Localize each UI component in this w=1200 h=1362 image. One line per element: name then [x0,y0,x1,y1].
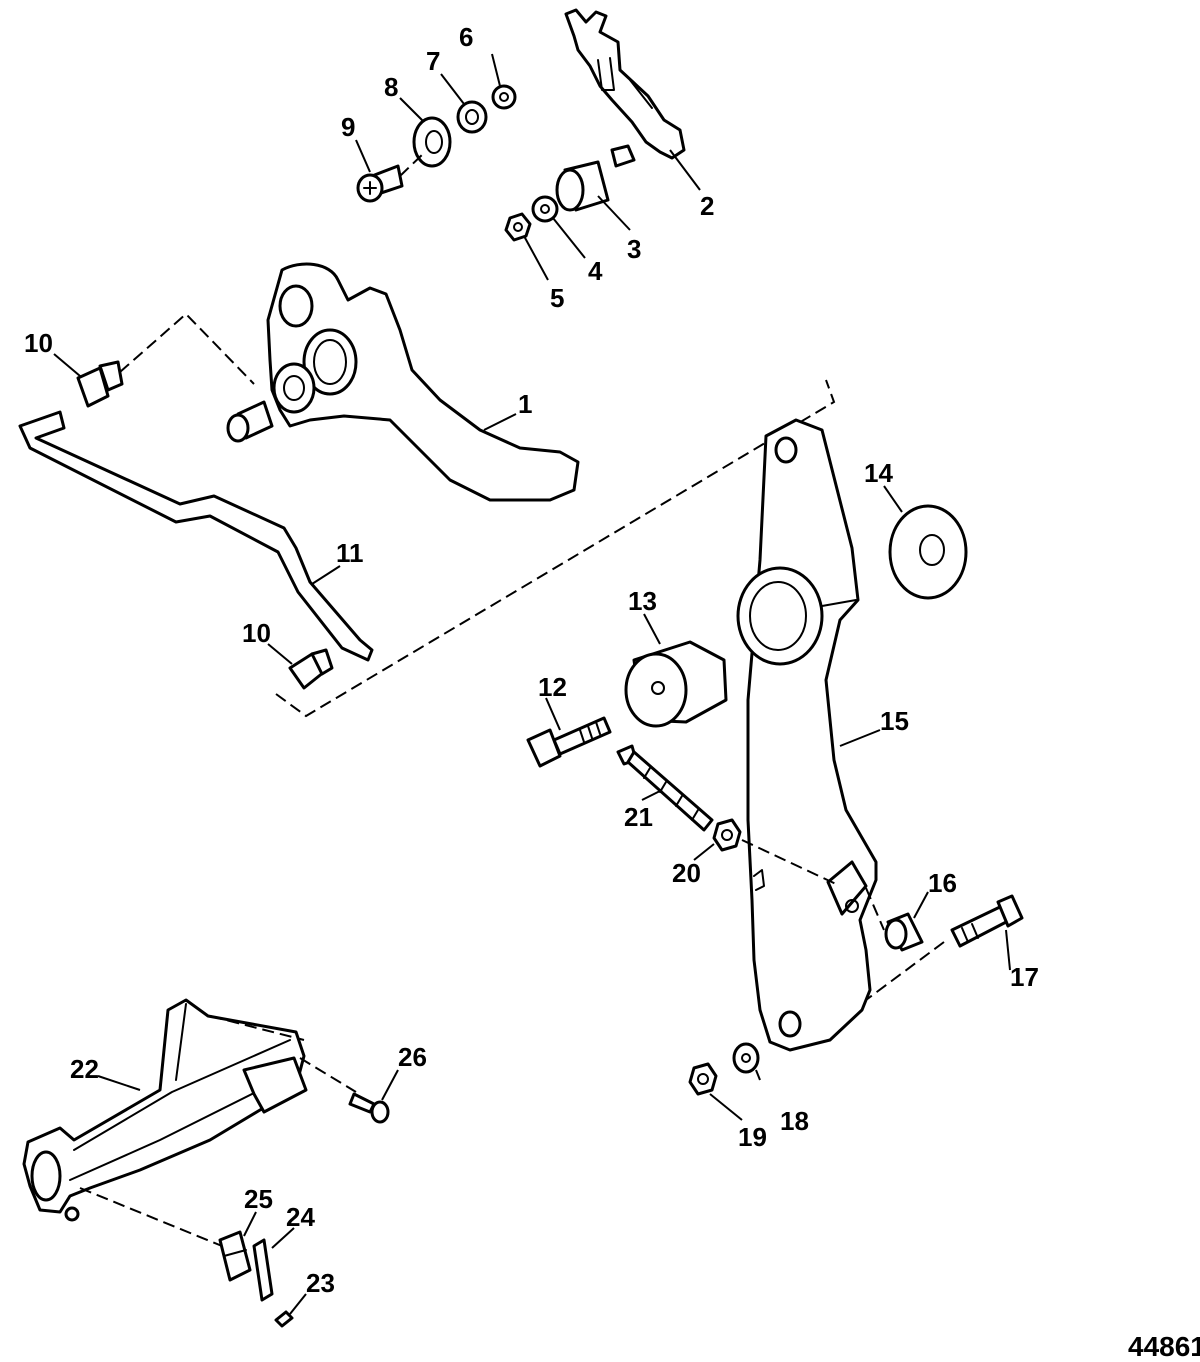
callout-9: 9 [341,112,355,142]
callout-7: 7 [426,46,440,76]
callout-14: 14 [864,458,893,488]
part-bushing-8 [412,116,452,168]
callout-24: 24 [286,1202,315,1232]
part-bolt-17 [950,894,1024,948]
callout-25: 25 [244,1184,273,1214]
part-washer-7 [456,100,488,134]
part-washer-4 [531,195,559,223]
callout-3: 3 [627,234,641,264]
callout-2: 2 [700,191,714,221]
callout-10-upper: 10 [24,328,53,358]
callout-12: 12 [538,672,567,702]
callout-19: 19 [738,1122,767,1152]
part-bracket-22 [22,998,308,1222]
part-lever-arm [226,262,580,502]
part-nut-20 [712,818,742,852]
part-long-screw [616,744,714,832]
callout-15: 15 [880,706,909,736]
part-washer-18 [732,1042,760,1074]
part-shift-lever [564,8,686,168]
callout-11: 11 [336,538,364,568]
callout-26: 26 [398,1042,427,1072]
part-nut-19 [688,1062,718,1096]
callout-17: 17 [1010,962,1039,992]
leader-lines [53,53,1011,1315]
callout-22: 22 [70,1054,99,1084]
part-plate-24 [252,1238,274,1302]
part-bushing-13 [624,640,728,728]
callout-4: 4 [588,256,603,286]
part-bolt-12 [526,716,612,768]
callout-10-lower: 10 [242,618,271,648]
part-spacer [555,160,610,212]
part-nut-5 [504,212,532,242]
callout-21: 21 [624,802,653,832]
part-lock-washer [491,84,517,110]
callout-1: 1 [518,389,532,419]
callout-8: 8 [384,72,398,102]
callout-18: 18 [780,1106,809,1136]
part-block-25 [218,1230,252,1282]
callout-16: 16 [928,868,957,898]
callout-20: 20 [672,858,701,888]
callout-23: 23 [306,1268,335,1298]
part-main-arm [736,418,878,1052]
part-shift-rod [18,410,374,662]
part-clip-upper [76,360,124,408]
figure-number: 44861 [1128,1331,1200,1362]
part-screw-26 [348,1092,390,1124]
part-sleeve-16 [884,912,924,952]
part-screw-23 [274,1310,294,1328]
callout-13: 13 [628,586,657,616]
callout-5: 5 [550,283,564,313]
part-screw-9 [356,164,404,203]
part-washer-14 [888,504,968,600]
callout-6: 6 [459,22,473,52]
part-clip-lower [288,648,334,690]
